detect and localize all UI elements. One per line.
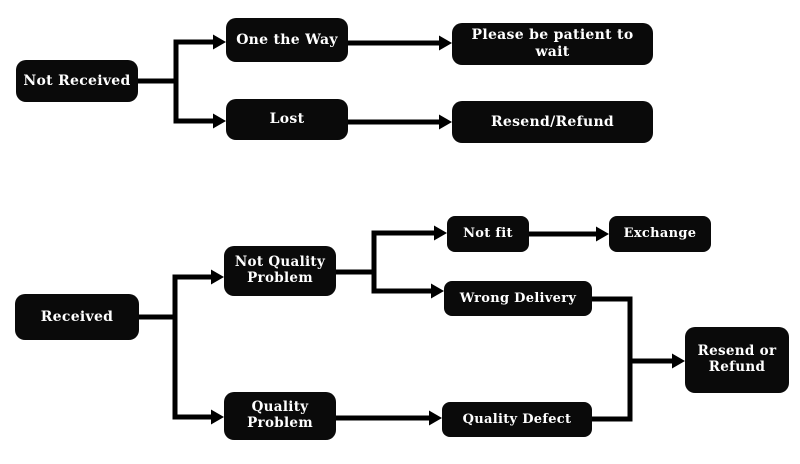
node-resend-or-refund: Resend or Refund [685, 327, 789, 393]
edge-received-branch [136, 274, 178, 420]
node-resend-refund: Resend/Refund [452, 101, 653, 143]
arrowhead [213, 34, 226, 50]
node-not-received: Not Received [16, 60, 138, 102]
node-lost: Lost [226, 99, 348, 140]
node-not-quality-problem: Not Quality Problem [224, 246, 336, 296]
node-wrong-delivery: Wrong Delivery [444, 281, 592, 316]
arrowhead [213, 113, 226, 129]
node-quality-defect: Quality Defect [442, 402, 592, 437]
edge-not-received-branch [135, 39, 179, 124]
node-one-the-way: One the Way [226, 18, 348, 62]
arrowhead [439, 35, 452, 51]
edge-merge-lines [589, 296, 633, 422]
node-quality-problem: Quality Problem [224, 392, 336, 440]
arrowhead [439, 114, 452, 130]
edge-not-quality-branch [333, 230, 377, 294]
arrowhead [211, 409, 224, 425]
arrowhead [429, 410, 442, 426]
node-exchange: Exchange [609, 216, 711, 252]
arrowhead [434, 225, 447, 241]
node-not-fit: Not fit [447, 216, 529, 252]
node-please-be-patient: Please be patient to wait [452, 23, 653, 65]
arrowhead [211, 269, 224, 285]
arrowhead [431, 283, 444, 299]
node-received: Received [15, 294, 139, 340]
arrowhead [596, 226, 609, 242]
arrowhead [672, 353, 685, 369]
